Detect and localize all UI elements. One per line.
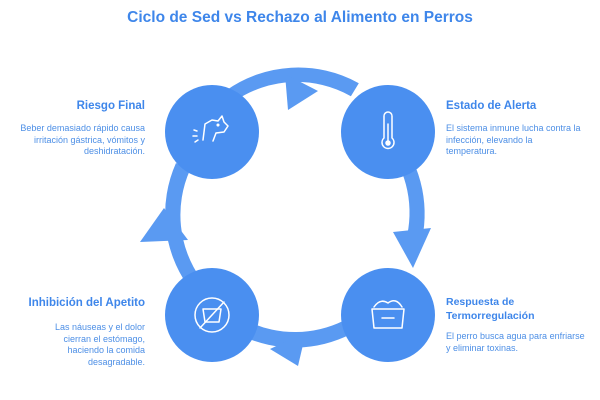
step-label-termorregulacion: Respuesta de Termorregulación	[446, 296, 535, 322]
thermometer-icon	[381, 111, 395, 150]
step-desc-inhibicion-apetito: Las náuseas y el dolor cierran el estóma…	[54, 322, 145, 367]
node-termorregulacion	[341, 268, 435, 362]
step-desc-riesgo-final: Beber demasiado rápido causa irritación …	[20, 123, 145, 156]
cycle-arrow-right-head	[393, 228, 431, 268]
cycle-arrow-left	[165, 163, 201, 286]
cycle-arrow-top	[225, 67, 359, 102]
step-label-inhibicion-apetito: Inhibición del Apetito	[28, 297, 145, 309]
cycle-arrow-bottom-head	[270, 332, 306, 366]
cycle-arrow-top-head	[285, 74, 318, 110]
step-label-estado-alerta: Estado de Alerta	[446, 100, 537, 112]
no-food-icon	[194, 297, 230, 333]
cycle-arrow-left-head	[140, 208, 188, 242]
cycle-arrow-bottom	[242, 321, 351, 348]
diagram-title: Ciclo de Sed vs Rechazo al Alimento en P…	[127, 9, 473, 26]
node-riesgo-final	[165, 85, 259, 179]
step-desc-estado-alerta: El sistema inmune lucha contra la infecc…	[446, 123, 581, 156]
step-desc-termorregulacion: El perro busca agua para enfriarse y eli…	[446, 331, 585, 353]
sick-dog-icon	[192, 115, 229, 143]
step-label-riesgo-final: Riesgo Final	[76, 100, 145, 112]
cycle-arrow-right	[390, 142, 425, 254]
water-bowl-icon	[371, 300, 405, 329]
